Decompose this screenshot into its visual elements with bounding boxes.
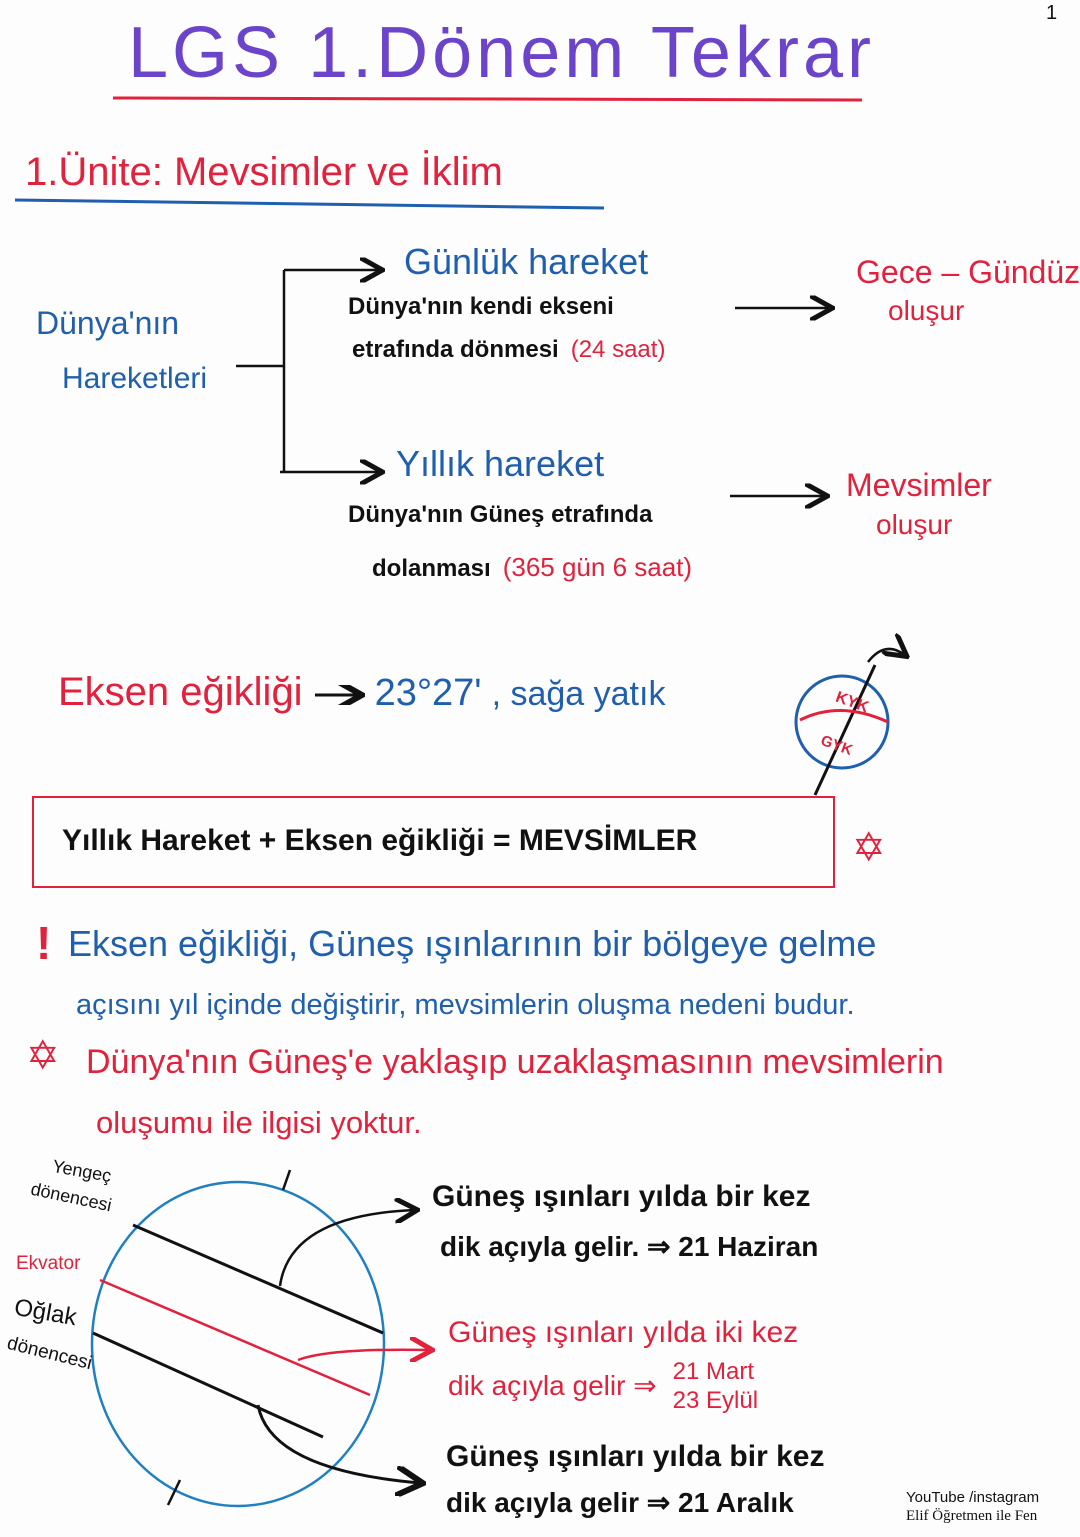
formula-text: Yıllık Hareket + Eksen eğikliği = MEVSİM… <box>62 824 698 857</box>
yearly-duration: (365 gün 6 saat) <box>502 552 693 582</box>
cancer-line <box>132 1223 384 1335</box>
tree-branches <box>236 270 830 496</box>
fact-3-line-2: dik açıyla gelir ⇒ 21 Aralık <box>446 1487 794 1518</box>
watermark-line-2: Elif Öğretmen ile Fen <box>906 1508 1038 1524</box>
equator-line <box>99 1278 371 1397</box>
arrow-right-icon <box>314 685 365 705</box>
daily-duration: (24 saat) <box>570 336 666 363</box>
tilt-row: Eksen eğikliği 23°27' , sağa yatık <box>58 670 665 715</box>
daily-desc-1: Dünya'nın kendi ekseni <box>348 293 614 320</box>
watermark-line-1: YouTube /instagram <box>906 1489 1040 1506</box>
fact-1-line-1: Güneş ışınları yılda bir kez <box>432 1180 811 1213</box>
daily-result-2: oluşur <box>888 295 965 326</box>
page-title: LGS 1.Dönem Tekrar <box>128 13 875 93</box>
note-2-line-2: oluşumu ile ilgisi yoktur. <box>96 1105 422 1140</box>
earth-diagram <box>90 1169 430 1508</box>
daily-desc-row: etrafında dönmesi (24 saat) <box>352 336 666 363</box>
yearly-desc-1: Dünya'nın Güneş etrafında <box>348 501 653 528</box>
yearly-motion-title: Yıllık hareket <box>396 443 605 484</box>
yearly-desc-row: dolanması (365 gün 6 saat) <box>372 553 692 582</box>
note-1-line-2: açısını yıl içinde değiştirir, mevsimler… <box>76 989 855 1021</box>
tilt-label: Eksen eğikliği <box>58 670 303 714</box>
unit-heading: 1.Ünite: Mevsimler ve İklim <box>25 150 503 194</box>
yearly-result-1: Mevsimler <box>846 467 992 503</box>
tilt-note: , sağa yatık <box>491 675 666 713</box>
yearly-desc-2: dolanması <box>372 555 491 582</box>
title-underline <box>112 96 863 102</box>
note-2-line-1: Dünya'nın Güneş'e yaklaşıp uzaklaşmasını… <box>86 1043 944 1081</box>
daily-result-1: Gece – Gündüz <box>856 254 1080 290</box>
root-line-1: Dünya'nın <box>36 305 180 341</box>
capricorn-line <box>92 1331 324 1439</box>
heading-underline <box>14 198 605 210</box>
star-icon: ✡ <box>852 826 886 870</box>
root-line-2: Hareketleri <box>62 362 208 395</box>
daily-desc-2: etrafında dönmesi <box>352 336 559 363</box>
star-icon-2: ✡ <box>26 1034 60 1078</box>
formula-box <box>32 796 835 888</box>
daily-motion-title: Günlük hareket <box>404 241 649 282</box>
page-number: 1 <box>1046 2 1058 24</box>
fact-2-line-1: Güneş ışınları yılda iki kez <box>448 1316 799 1349</box>
tilt-value: 23°27' <box>374 672 482 714</box>
tilt-globe-icon <box>794 649 905 796</box>
yearly-result-2: oluşur <box>876 509 953 540</box>
note-1-line-1: Eksen eğikliği, Güneş ışınlarının bir bö… <box>68 923 877 964</box>
fact-1-line-2: dik açıyla gelir. ⇒ 21 Haziran <box>440 1231 819 1262</box>
fact-2-row: dik açıyla gelir ⇒ 21 Mart 23 Eylül <box>448 1358 758 1416</box>
fact-2-date-2: 23 Eylül <box>672 1386 759 1414</box>
fact-2-line-2: dik açıyla gelir ⇒ <box>448 1370 657 1402</box>
fact-2-dates: 21 Mart 23 Eylül <box>673 1358 758 1416</box>
equator-label: Ekvator <box>16 1253 81 1274</box>
exclamation-icon: ! <box>36 917 52 969</box>
fact-3-line-1: Güneş ışınları yılda bir kez <box>446 1440 825 1473</box>
fact-2-date-1: 21 Mart <box>672 1358 755 1385</box>
